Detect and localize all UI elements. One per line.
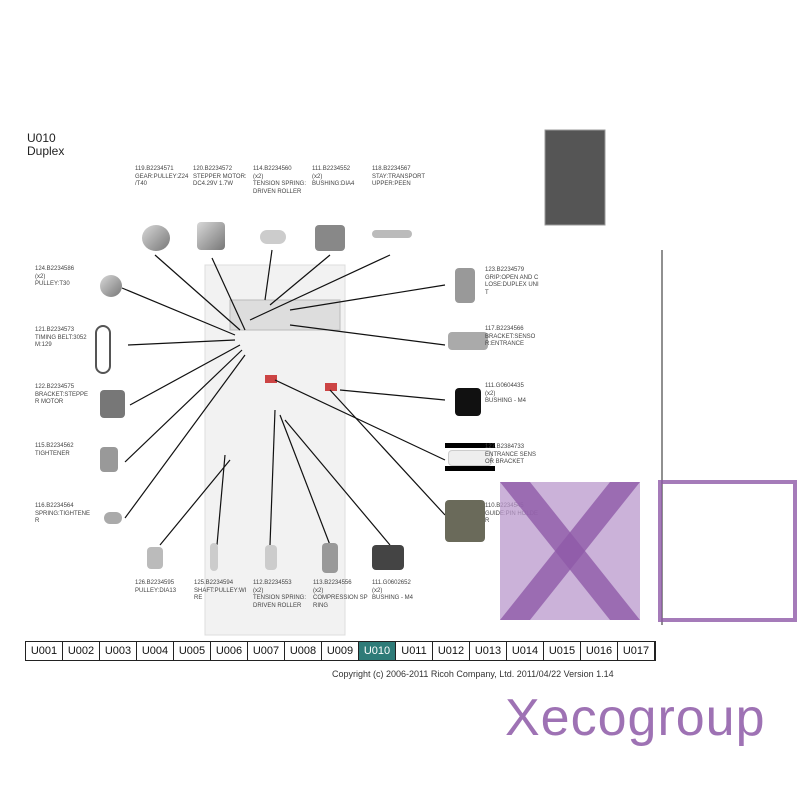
bushing-m4-2-image[interactable] <box>372 545 404 570</box>
part-label: 121.B2234573 TIMING BELT:3052 M:129 <box>35 327 87 348</box>
part-label: 111.G0604435 (x2) BUSHING - M4 <box>485 383 527 404</box>
gear-pulley-image[interactable] <box>142 225 170 251</box>
guide-pin-holder-image[interactable] <box>445 500 485 542</box>
grip-image[interactable] <box>455 268 475 303</box>
tightener-image[interactable] <box>100 447 118 472</box>
section-code: U010 <box>27 131 56 145</box>
part-label: 115.B2234562 TIGHTENER <box>35 443 74 457</box>
tab-u002[interactable]: U002 <box>63 642 100 660</box>
part-label: 113.B2234556 (x2) COMPRESSION SP RING <box>313 580 368 609</box>
part-label: 116.B2234564 SPRING:TIGHTENE R <box>35 503 91 524</box>
part-label: 119.B2234571 GEAR:PULLEY:Z24 /T40 <box>135 166 189 187</box>
unit-location-thumbnail <box>544 129 606 226</box>
part-label: 114.B2234560 (x2) TENSION SPRING: DRIVEN… <box>253 166 307 195</box>
part-label: 112.B2234553 (x2) TENSION SPRING: DRIVEN… <box>253 580 307 609</box>
part-label: 111.G0602652 (x2) BUSHING - M4 <box>372 580 414 601</box>
part-label: 110.B2234545 GUIDE:PIN HOLDE R <box>485 503 539 524</box>
part-label: 120.B2234572 STEPPER MOTOR: DC4.29V 1.7W <box>193 166 247 187</box>
tab-u013[interactable]: U013 <box>470 642 507 660</box>
bushing-m4-image[interactable] <box>455 388 481 416</box>
timing-belt-image[interactable] <box>95 325 111 374</box>
tab-u012[interactable]: U012 <box>433 642 470 660</box>
compression-spring-image[interactable] <box>322 543 338 573</box>
tab-u008[interactable]: U008 <box>285 642 322 660</box>
tab-u010[interactable]: U010 <box>359 642 396 660</box>
shaft-pulley-image[interactable] <box>210 543 218 571</box>
copyright-text: Copyright (c) 2006-2011 Ricoh Company, L… <box>332 669 614 679</box>
tab-u003[interactable]: U003 <box>100 642 137 660</box>
part-label: 124.B2234586 (x2) PULLEY:T30 <box>35 266 75 287</box>
part-label: 117.B2234566 BRACKET:SENSO R:ENTRANCE <box>485 326 536 347</box>
tab-u001[interactable]: U001 <box>26 642 63 660</box>
tab-u011[interactable]: U011 <box>396 642 433 660</box>
bracket-stepper-image[interactable] <box>100 390 125 418</box>
tab-u015[interactable]: U015 <box>544 642 581 660</box>
stepper-motor-image[interactable] <box>197 222 225 250</box>
part-label: 122.B2234575 BRACKET:STEPPE R MOTOR <box>35 384 89 405</box>
section-title: Duplex <box>27 144 65 158</box>
entrance-sensor-bracket-image[interactable] <box>448 450 492 466</box>
tension-spring-2-image[interactable] <box>265 545 277 570</box>
part-label: 111.B2234552 (x2) BUSHING:DIA4 <box>312 166 355 187</box>
part-label: 127.B2384733 ENTRANCE SENS OR BRACKET <box>485 444 537 465</box>
bracket-sensor-image[interactable] <box>448 332 488 350</box>
pulley-t30-image[interactable] <box>100 275 122 297</box>
spring-tightener-image[interactable] <box>104 512 122 524</box>
tab-u016[interactable]: U016 <box>581 642 618 660</box>
stay-transport-image[interactable] <box>372 230 412 238</box>
part-label: 118.B2234567 STAY:TRANSPORT UPPER:PEEN <box>372 166 426 187</box>
part-label: 123.B2234579 GRIP:OPEN AND C LOSE:DUPLEX… <box>485 267 539 296</box>
part-label: 125.B2234594 SHAFT:PULLEY:WI RE <box>194 580 247 601</box>
tab-u017[interactable]: U017 <box>618 642 655 660</box>
pulley-dia13-image[interactable] <box>147 547 163 569</box>
part-label: 126.B2234595 PULLEY:DIA13 <box>135 580 177 594</box>
tension-spring-image[interactable] <box>260 230 286 244</box>
tab-u006[interactable]: U006 <box>211 642 248 660</box>
tab-u005[interactable]: U005 <box>174 642 211 660</box>
bushing-image[interactable] <box>315 225 345 251</box>
watermark-text: Xecogroup <box>505 689 766 747</box>
tab-u004[interactable]: U004 <box>137 642 174 660</box>
tab-u014[interactable]: U014 <box>507 642 544 660</box>
tab-u009[interactable]: U009 <box>322 642 359 660</box>
tab-u007[interactable]: U007 <box>248 642 285 660</box>
